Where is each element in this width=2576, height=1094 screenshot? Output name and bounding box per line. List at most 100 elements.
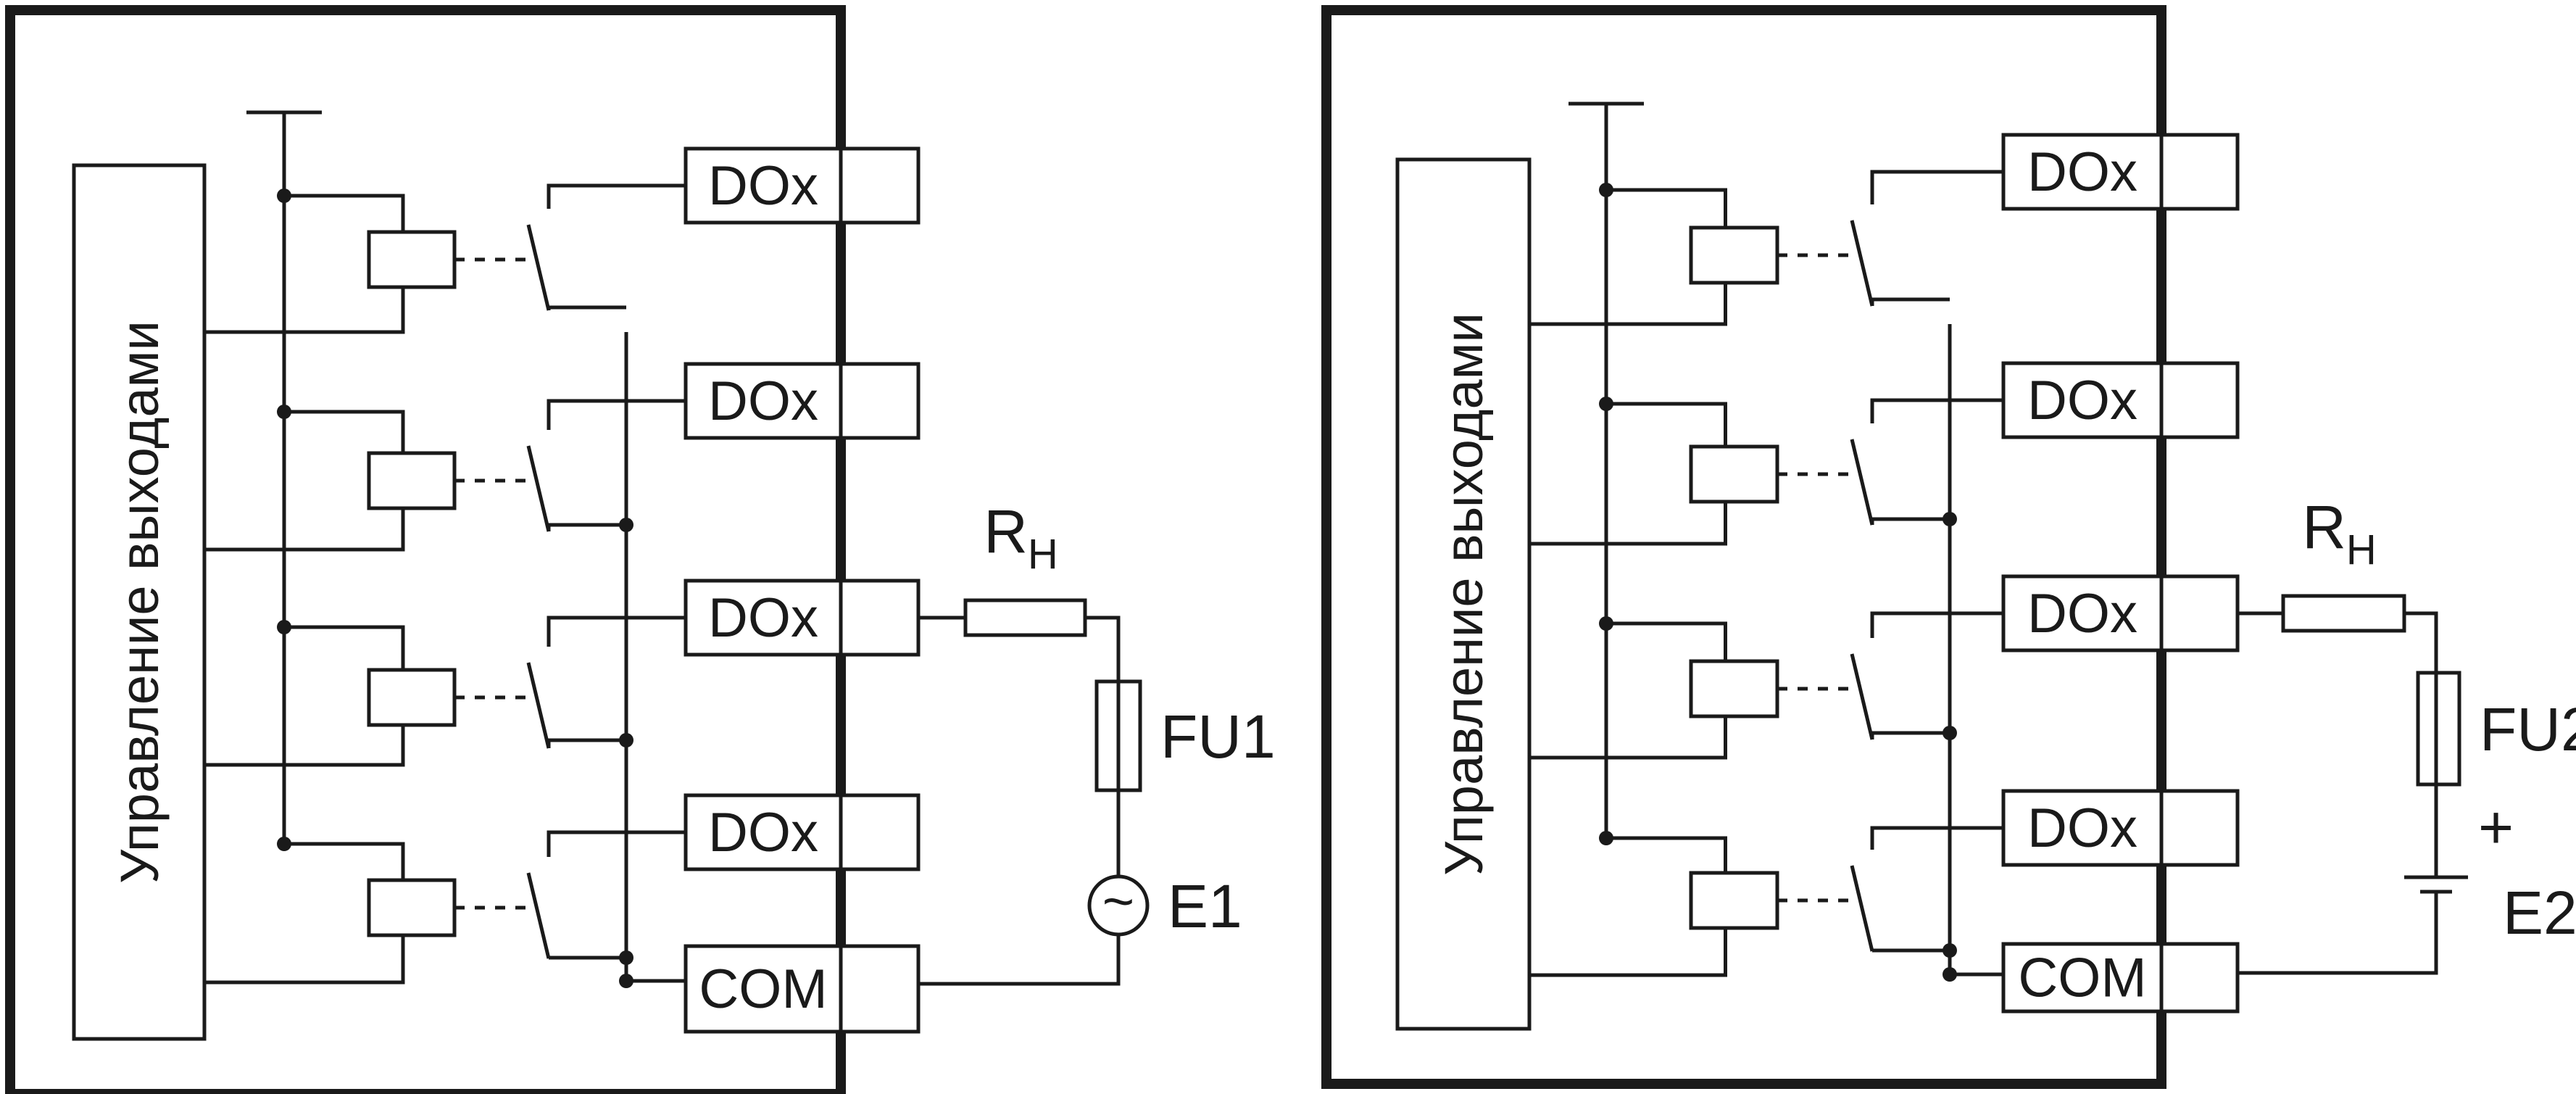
contact-lower-wire: [1870, 948, 1950, 953]
output-terminal: [2001, 133, 2240, 211]
switch-contact: [1850, 653, 1874, 740]
junction-dot: [1943, 726, 1957, 740]
switch-contact: [1850, 865, 1874, 952]
common-terminal: [684, 944, 921, 1034]
switch-contact: [526, 662, 551, 749]
coil-supply-wire: [284, 410, 405, 453]
relay-channel-1: DOx: [204, 146, 921, 334]
load-resistor: [963, 598, 1087, 637]
junction-dot: [619, 733, 633, 747]
contact-lower-wire: [547, 738, 626, 748]
circuit-2: Управление выходамиDOxDOxDOxDOxCOMRНFU2+…: [1321, 5, 2576, 1089]
common-terminal-label: COM: [699, 958, 827, 1020]
output-terminal: [684, 793, 921, 871]
relay-coil: [367, 451, 457, 510]
contact-upper-wire: [547, 183, 686, 209]
output-terminal-label: DOx: [708, 802, 818, 863]
coil-supply-wire: [284, 842, 405, 880]
common-terminal-group: COM: [1943, 942, 2240, 1014]
output-terminal: [684, 146, 921, 225]
relay-coil: [1689, 444, 1779, 504]
relay-coil: [367, 878, 457, 937]
coil-control-wire: [1529, 502, 1727, 546]
common-terminal: [2001, 942, 2240, 1014]
output-terminal-label: DOx: [708, 370, 818, 432]
contact-lower-wire: [1870, 517, 1950, 525]
output-terminal-label: DOx: [2027, 370, 2137, 431]
switch-contact: [526, 872, 551, 959]
contact-lower-wire: [1870, 731, 1950, 739]
output-terminal-label: DOx: [708, 155, 818, 217]
junction-dot: [1943, 512, 1957, 526]
contact-lower-wire: [547, 305, 626, 310]
coil-control-wire: [1529, 928, 1727, 977]
relay-coil: [1689, 225, 1779, 285]
switch-contact: [526, 224, 551, 311]
resistor-letter: R: [984, 497, 1028, 565]
resistor-label: RН: [2302, 493, 2377, 573]
coil-control-wire: [204, 287, 405, 334]
coil-supply-wire: [1606, 836, 1727, 873]
external-load-circuit: RНFU2+E2: [2238, 493, 2576, 975]
output-terminal: [2001, 361, 2240, 439]
module-frame: [5, 5, 846, 1094]
switch-contact: [526, 445, 551, 532]
relay-channel-2: DOx: [204, 362, 921, 552]
resistor-subscript: Н: [2346, 526, 2377, 573]
output-terminal: [684, 579, 921, 657]
coil-control-wire: [1529, 716, 1727, 760]
fuse: [2416, 671, 2461, 787]
coil-control-wire: [204, 725, 405, 767]
coil-supply-wire: [1606, 621, 1727, 661]
coil-control-wire: [204, 935, 405, 985]
module-frame: [1321, 5, 2166, 1089]
switch-contact: [1850, 439, 1874, 526]
circuit-1: Управление выходамиDOxDOxDOxDOxCOMRНFU1~…: [5, 5, 1276, 1094]
load-wire: [2404, 611, 2438, 673]
contact-upper-wire: [1870, 826, 2003, 850]
relay-coil: [1689, 659, 1779, 718]
relay-channel-2: DOx: [1529, 361, 2240, 546]
contact-lower-wire: [547, 523, 626, 531]
contact-upper-wire: [1870, 170, 2003, 204]
coil-supply-wire: [284, 625, 405, 670]
relay-channel-3: DOx: [1529, 574, 2240, 760]
load-resistor: [2281, 594, 2406, 633]
relay-channel-1: DOx: [1529, 133, 2240, 326]
output-control-label: Управление выходами: [1434, 312, 1494, 876]
contact-upper-wire: [1870, 398, 2003, 423]
output-terminal-label: DOx: [708, 587, 818, 649]
ac-source-symbol: ~: [1102, 871, 1134, 932]
junction-dot: [619, 518, 633, 532]
relay-channel-3: DOx: [204, 579, 921, 767]
contact-upper-wire: [547, 830, 686, 857]
contact-lower-wire: [1870, 297, 1950, 306]
relay-coil: [367, 230, 457, 289]
output-control-label: Управление выходами: [109, 320, 170, 884]
output-control-block: [1395, 157, 1532, 1031]
output-control-block: [72, 163, 207, 1041]
relay-channel-4: DOx: [1529, 789, 2240, 977]
contact-upper-wire: [547, 616, 686, 647]
contact-upper-wire: [1870, 611, 2003, 638]
junction-dot: [1943, 943, 1957, 958]
contact-upper-wire: [547, 399, 686, 430]
load-wire: [1085, 616, 1121, 681]
resistor-subscript: Н: [1028, 531, 1058, 578]
resistor-letter: R: [2302, 493, 2346, 561]
source-label: E2: [2503, 879, 2576, 947]
resistor-label: RН: [984, 497, 1058, 578]
fuse-label: FU1: [1160, 703, 1276, 771]
junction-dot: [619, 950, 633, 965]
relay-coil: [1689, 871, 1779, 930]
output-terminal: [684, 362, 921, 440]
return-wire: [2238, 892, 2438, 975]
output-terminal-label: DOx: [2027, 797, 2137, 859]
coil-control-wire: [204, 508, 405, 552]
coil-supply-wire: [284, 194, 405, 232]
coil-supply-wire: [1606, 188, 1727, 228]
output-terminal-label: DOx: [2027, 141, 2137, 203]
switch-contact: [1850, 220, 1874, 307]
return-wire: [918, 935, 1121, 986]
